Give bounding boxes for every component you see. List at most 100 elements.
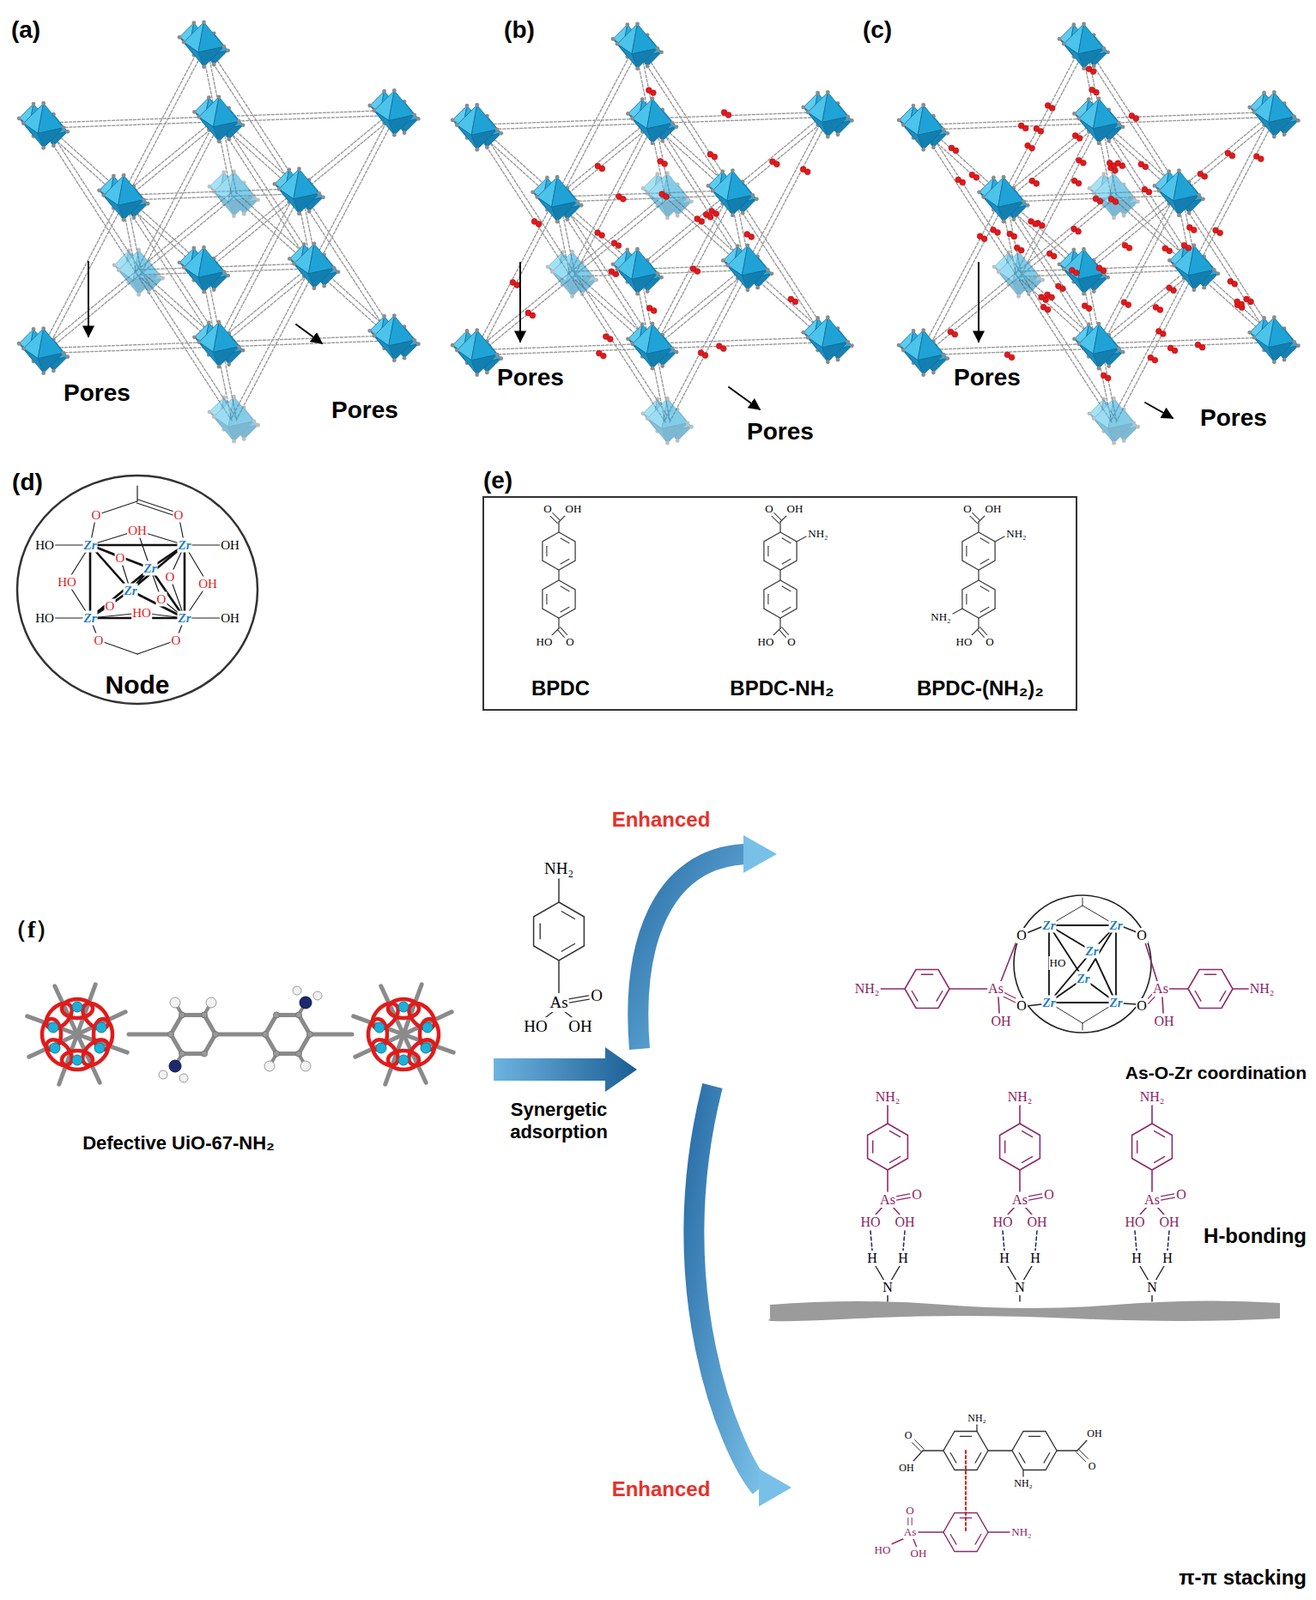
atom-dot [1037, 273, 1042, 279]
atom-dot [302, 242, 307, 247]
atom-dot [689, 199, 694, 204]
atom-dot [277, 187, 282, 192]
bond-line [1151, 1294, 1153, 1302]
atom-label: OH [909, 1546, 928, 1561]
atom-dot [51, 369, 56, 374]
atom-dot [1016, 294, 1021, 299]
benzene-ring [943, 1431, 989, 1471]
atom-dot [498, 356, 504, 361]
atom-dot [474, 147, 480, 152]
atom-label: NH₂ [966, 1412, 988, 1426]
hydrogen-bond [1002, 1231, 1005, 1251]
atom-dot [1081, 291, 1086, 297]
atom-label: N [1013, 1279, 1026, 1296]
linker-line [217, 263, 313, 342]
adsorbate-dot [1119, 163, 1126, 170]
polyhedron-face [198, 46, 225, 67]
double-bond [560, 538, 570, 544]
linker-line [573, 197, 669, 276]
benzene-ring [764, 532, 797, 571]
pore-arrow [519, 262, 522, 342]
atom-dot [720, 169, 725, 174]
curved-arrow [693, 1085, 761, 1488]
atom-dot [1071, 22, 1076, 27]
linker-line [1196, 115, 1277, 269]
atom-dot [1216, 271, 1221, 276]
adsorbate-dot [1166, 248, 1173, 255]
atom-dot [367, 328, 372, 334]
atom-dot [1282, 357, 1287, 363]
double-bond [767, 545, 769, 556]
atom-dot [242, 436, 247, 442]
atom-dot [241, 348, 246, 353]
atom-dot [825, 134, 831, 140]
atom-label: O [1135, 998, 1148, 1014]
double-bond [1154, 1131, 1165, 1138]
zr-cluster [530, 175, 583, 225]
atom-dot [61, 125, 67, 130]
polyhedron-face [133, 274, 159, 295]
bond-line [977, 618, 979, 629]
atom-dot [121, 218, 127, 223]
atom-dot [181, 265, 187, 270]
atom-label: HO [873, 1543, 892, 1558]
linker-line [216, 189, 297, 343]
atom-dot [217, 320, 222, 325]
adsorbate-dot [1159, 330, 1166, 337]
zr-zr-edge [1115, 925, 1117, 1003]
zr-cluster [367, 313, 420, 363]
double-bond [560, 606, 570, 613]
linker-line [300, 115, 396, 194]
atom-dot [226, 137, 231, 142]
atom-dot [372, 333, 377, 339]
bond-line [1023, 1266, 1032, 1281]
atom-dot [1091, 191, 1097, 196]
atom-dot [201, 290, 207, 295]
zr-cluster [17, 101, 70, 151]
atom-dot [659, 275, 664, 280]
atom-dot [196, 115, 201, 120]
atom-dot [825, 90, 831, 95]
adsorbate-dot [1125, 302, 1132, 309]
atom-label: As [1152, 981, 1170, 997]
zr-cluster [897, 103, 950, 152]
bond-line [889, 1538, 905, 1546]
bond-line [1123, 1003, 1137, 1005]
double-bond [560, 627, 568, 636]
atom-dot [1296, 343, 1301, 348]
double-bond [959, 1517, 971, 1519]
atom-dot [201, 19, 207, 25]
atom-dot [1106, 139, 1111, 144]
double-bond [1018, 1452, 1025, 1463]
linker-line [206, 42, 302, 190]
adsorbate-dot [1033, 180, 1040, 187]
linker-line [137, 192, 233, 271]
atom-dot [1076, 341, 1081, 346]
benzene-ring [943, 1513, 989, 1553]
pore-label: Pores [495, 363, 566, 392]
adsorbate-dot [1090, 68, 1097, 75]
atom-dot [242, 212, 247, 217]
atom-dot [1001, 175, 1007, 180]
bond-line [796, 536, 807, 542]
bond-line [779, 618, 781, 629]
atom-dot [207, 184, 213, 189]
pore-label: Pores [329, 396, 401, 425]
atom-dot [921, 147, 926, 152]
atom-dot [450, 343, 455, 348]
adsorbate-dot [1076, 135, 1083, 142]
atom-label: O [164, 570, 176, 585]
atom-dot [225, 48, 231, 53]
carbon-atom [273, 1012, 280, 1019]
atom-dot [1121, 213, 1127, 219]
atom-dot [61, 351, 67, 356]
adsorbate-dot [1185, 244, 1192, 251]
bond-line [886, 1170, 889, 1192]
linker-line [1191, 113, 1272, 267]
linker-line [297, 110, 394, 189]
zr-cluster [272, 166, 325, 216]
bond-line [557, 521, 559, 533]
atom-dot [725, 263, 730, 268]
adsorbate-dot [600, 352, 607, 359]
pore-arrow [87, 261, 90, 337]
